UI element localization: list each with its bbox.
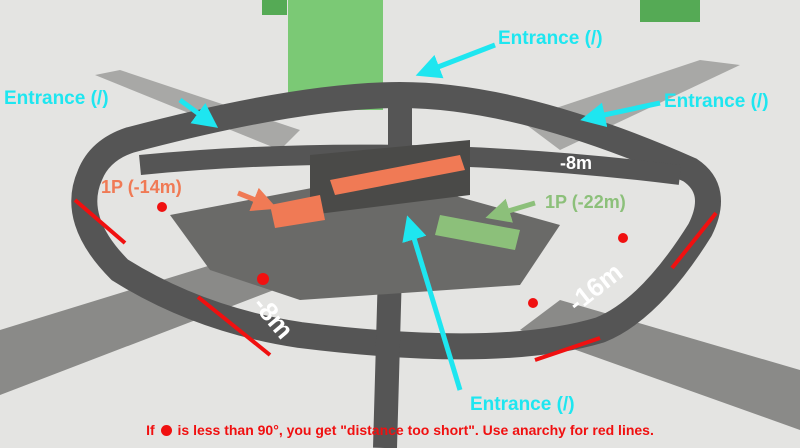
- parking-label-green: 1P (-22m): [545, 192, 626, 212]
- tree-block: [640, 0, 700, 22]
- footer-text: is less than 90°, you get "distance too …: [177, 422, 654, 438]
- entrance-label-left: Entrance (/): [4, 88, 109, 109]
- entrance-label-bottom: Entrance (/): [470, 394, 575, 415]
- orange-parking-2: [270, 195, 325, 228]
- tree-block: [262, 0, 287, 15]
- arrows: [178, 42, 661, 391]
- depth-label-top-right: -8m: [560, 153, 593, 173]
- footer-note: If is less than 90°, you get "distance t…: [0, 422, 800, 438]
- entrance-label-top: Entrance (/): [498, 28, 603, 49]
- red-dots: [157, 202, 628, 308]
- orange-parking: [330, 155, 465, 195]
- parking-label-orange: 1P (-14m): [101, 177, 182, 197]
- footer-prefix: If: [146, 422, 155, 438]
- green-parking: [435, 215, 520, 250]
- ground-road-left: [0, 250, 300, 395]
- entrance-label-right: Entrance (/): [664, 91, 769, 112]
- red-lines: [73, 198, 718, 362]
- red-dot-icon: [160, 425, 172, 436]
